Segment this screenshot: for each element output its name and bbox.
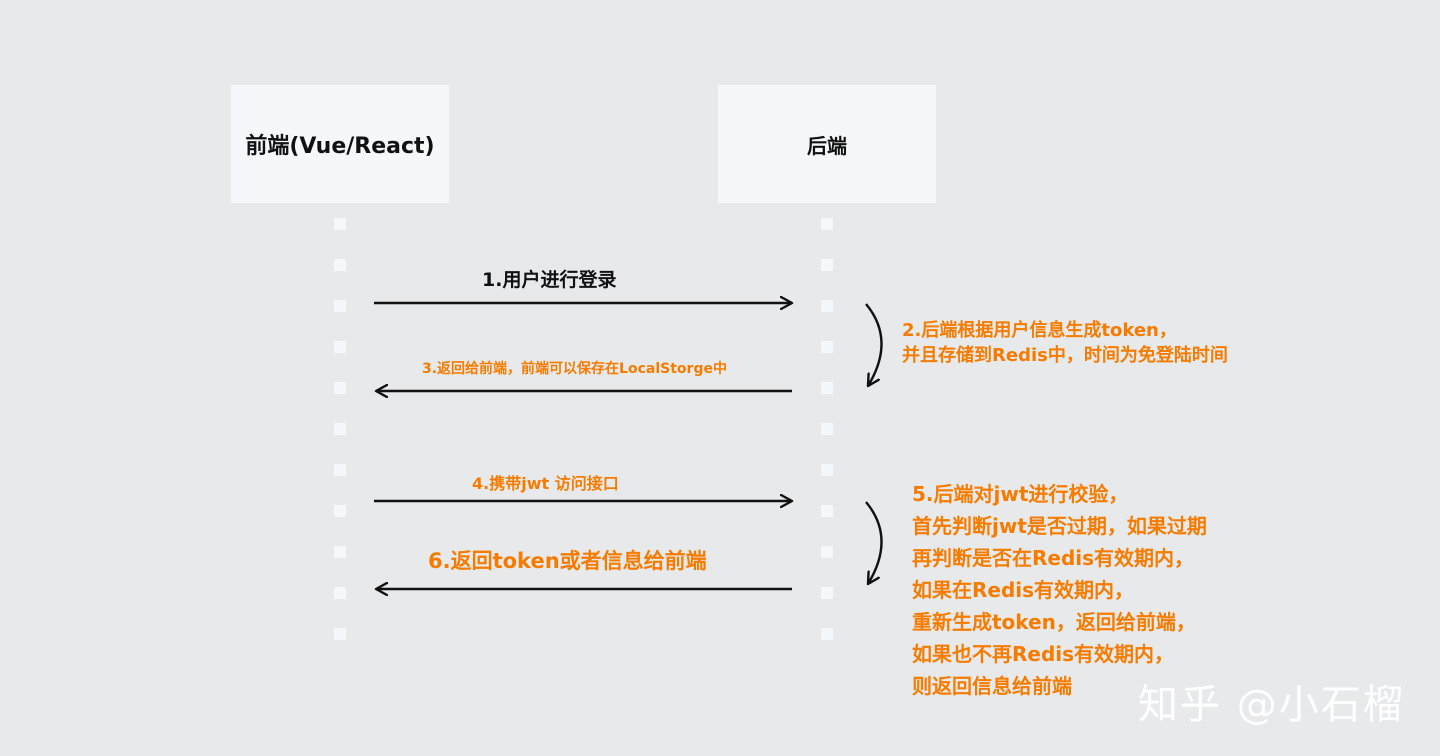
message-3-return-token: 3.返回给前端，前端可以保存在LocalStorge中 (422, 361, 727, 377)
message-6-return-info: 6.返回token或者信息给前端 (428, 549, 707, 573)
frontend-label: 前端(Vue/React) (245, 134, 435, 159)
backend-lifeline-segment (821, 382, 833, 394)
frontend-lifeline-segment (334, 259, 346, 271)
backend-lifeline-segment (821, 341, 833, 353)
backend-lifeline-segment (821, 464, 833, 476)
self-arrow-validate-jwt (865, 501, 883, 584)
frontend-lifeline-segment (334, 382, 346, 394)
self-arrow-generate-token (865, 303, 883, 386)
backend-lifeline-segment (821, 423, 833, 435)
backend-lifeline-segment (821, 587, 833, 599)
note-line: 首先判断jwt是否过期，如果过期 (912, 514, 1207, 538)
note-5-validate-jwt: 5.后端对jwt进行校验， 首先判断jwt是否过期，如果过期 再判断是否在Red… (912, 478, 1207, 702)
backend-participant-box: 后端 (718, 85, 936, 203)
backend-lifeline-segment (821, 259, 833, 271)
message-4-access-api: 4.携带jwt 访问接口 (472, 474, 619, 493)
frontend-lifeline-segment (334, 546, 346, 558)
note-line: 重新生成token，返回给前端， (912, 610, 1196, 634)
note-line: 如果在Redis有效期内， (912, 578, 1135, 602)
backend-lifeline-segment (821, 628, 833, 640)
backend-label: 后端 (807, 133, 847, 158)
frontend-lifeline-segment (334, 464, 346, 476)
backend-lifeline-segment (821, 218, 833, 230)
frontend-lifeline-segment (334, 218, 346, 230)
frontend-participant-box: 前端(Vue/React) (231, 85, 449, 203)
frontend-lifeline-segment (334, 300, 346, 312)
frontend-lifeline-segment (334, 587, 346, 599)
note-line: 2.后端根据用户信息生成token， (902, 320, 1177, 341)
note-line: 5.后端对jwt进行校验， (912, 482, 1129, 506)
backend-lifeline-segment (821, 300, 833, 312)
note-line: 则返回信息给前端 (912, 674, 1072, 698)
note-2-generate-token: 2.后端根据用户信息生成token， 并且存储到Redis中，时间为免登陆时间 (902, 318, 1228, 368)
backend-lifeline-segment (821, 505, 833, 517)
note-line: 再判断是否在Redis有效期内， (912, 546, 1195, 570)
frontend-lifeline-segment (334, 423, 346, 435)
note-line: 如果也不再Redis有效期内， (912, 642, 1175, 666)
frontend-lifeline-segment (334, 628, 346, 640)
frontend-lifeline-segment (334, 341, 346, 353)
backend-lifeline-segment (821, 546, 833, 558)
message-1-login: 1.用户进行登录 (482, 269, 617, 291)
lifelines (334, 218, 833, 640)
frontend-lifeline-segment (334, 505, 346, 517)
note-line: 并且存储到Redis中，时间为免登陆时间 (902, 345, 1228, 367)
watermark: 知乎 @小石榴 (1138, 682, 1405, 728)
